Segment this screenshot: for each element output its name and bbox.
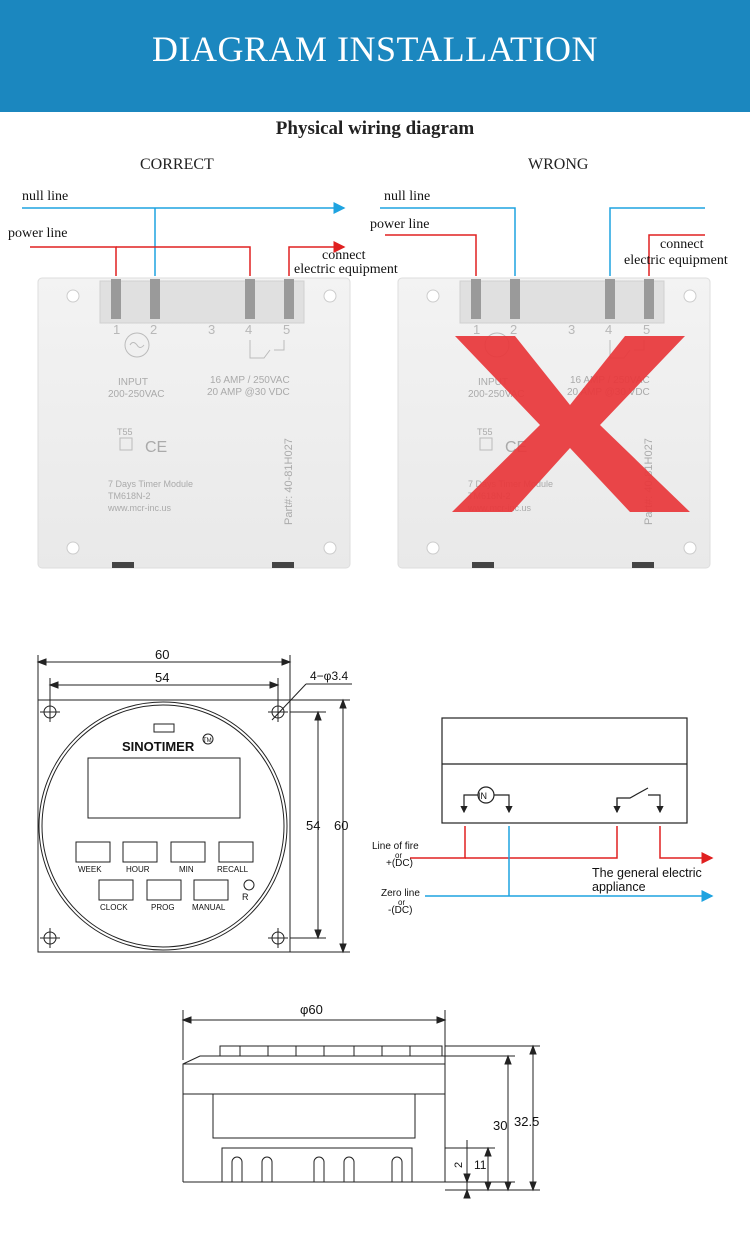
c-name-2: TM618N-2: [108, 491, 151, 501]
c-rating-2: 20 AMP @30 VDC: [207, 387, 290, 398]
c-term-2: 2: [150, 322, 157, 337]
brand-label: SINOTIMER: [122, 739, 195, 754]
c-name-1: 7 Days Timer Module: [108, 479, 193, 489]
btn-prog-label: PROG: [151, 903, 175, 912]
c-term-1: 1: [113, 322, 120, 337]
btn-hour-label: HOUR: [126, 865, 150, 874]
btn-week-label: WEEK: [78, 865, 102, 874]
c-term-3: 3: [208, 322, 215, 337]
side-h-small-label: 2: [453, 1162, 465, 1168]
wrong-label: WRONG: [528, 156, 589, 173]
c-connect-label: connect: [322, 248, 366, 263]
w-term-4: 4: [605, 322, 612, 337]
correct-wires: [22, 202, 346, 276]
w-power-line-label: power line: [370, 217, 430, 232]
dim-v-inner-label: 54: [306, 818, 320, 833]
appliance-label-2: appliance: [592, 880, 646, 894]
c-t55: T55: [117, 427, 133, 437]
w-connect-label: connect: [660, 237, 704, 252]
c-term-5: 5: [283, 322, 290, 337]
w-term-1: 1: [473, 322, 480, 337]
c-null-line-label: null line: [22, 189, 69, 204]
page-title: DIAGRAM INSTALLATION: [151, 29, 599, 69]
dim-v-outer-label: 60: [334, 818, 348, 833]
zero-dc-label: -(DC): [388, 905, 412, 916]
schematic-diagram: IN Line of fire or +(DC) Zero line or -(…: [372, 717, 714, 916]
side-dia-label: φ60: [300, 1002, 323, 1017]
btn-clock-label: CLOCK: [100, 903, 128, 912]
w-term-2: 2: [510, 322, 517, 337]
c-part: Part#: 40-81H027: [283, 438, 295, 525]
correct-label: CORRECT: [140, 156, 214, 173]
fire-dc-label: +(DC): [386, 858, 413, 869]
w-t55: T55: [477, 427, 493, 437]
btn-reset-label: R: [242, 892, 249, 902]
wrong-cross-icon: [452, 336, 690, 512]
appliance-label-1: The general electric: [592, 866, 702, 880]
wrong-wires: [380, 207, 705, 276]
c-website: www.mcr-inc.us: [107, 503, 172, 513]
correct-module: [37, 277, 351, 569]
side-view-drawing: φ60 32.5 30 11 2: [181, 1002, 540, 1199]
c-equipment-label: electric equipment: [294, 262, 398, 277]
c-input-v: 200-250VAC: [108, 389, 165, 400]
side-h-body-label: 30: [493, 1118, 507, 1133]
front-view-drawing: 60 54 4−φ3.4 54 60 SINOTIMER TM WEEK HOU…: [36, 647, 352, 954]
c-power-line-label: power line: [8, 226, 68, 241]
tm-mark: TM: [203, 738, 212, 744]
fire-line-label: Line of fire: [372, 841, 419, 852]
in-symbol-label: IN: [478, 791, 487, 801]
fire-or-label: or: [395, 851, 402, 860]
header-banner: DIAGRAM INSTALLATION: [0, 0, 750, 112]
w-null-line-label: null line: [384, 189, 431, 204]
c-rating-1: 16 AMP / 250VAC: [210, 375, 290, 386]
dim-outer-label: 60: [155, 647, 169, 662]
wiring-title: Physical wiring diagram: [275, 118, 475, 139]
c-input: INPUT: [118, 377, 148, 388]
c-ce-mark: CE: [145, 439, 167, 456]
btn-manual-label: MANUAL: [192, 903, 226, 912]
w-term-3: 3: [568, 322, 575, 337]
w-input: INPUT: [478, 377, 508, 388]
zero-line-label: Zero line: [381, 888, 420, 899]
w-input-v: 200-250VAC: [468, 389, 525, 400]
btn-recall-label: RECALL: [217, 865, 249, 874]
dim-inner-label: 54: [155, 670, 169, 685]
w-equipment-label: electric equipment: [624, 253, 728, 268]
btn-min-label: MIN: [179, 865, 194, 874]
side-h-low-label: 11: [474, 1158, 487, 1172]
side-h-total-label: 32.5: [514, 1114, 539, 1129]
zero-or-label: or: [398, 898, 405, 907]
c-term-4: 4: [245, 322, 252, 337]
w-term-5: 5: [643, 322, 650, 337]
hole-spec-label: 4−φ3.4: [310, 669, 348, 683]
wiring-diagrams: 1 2 3 4 5 INPUT 200-250VAC 16 AMP / 250V…: [22, 202, 711, 569]
